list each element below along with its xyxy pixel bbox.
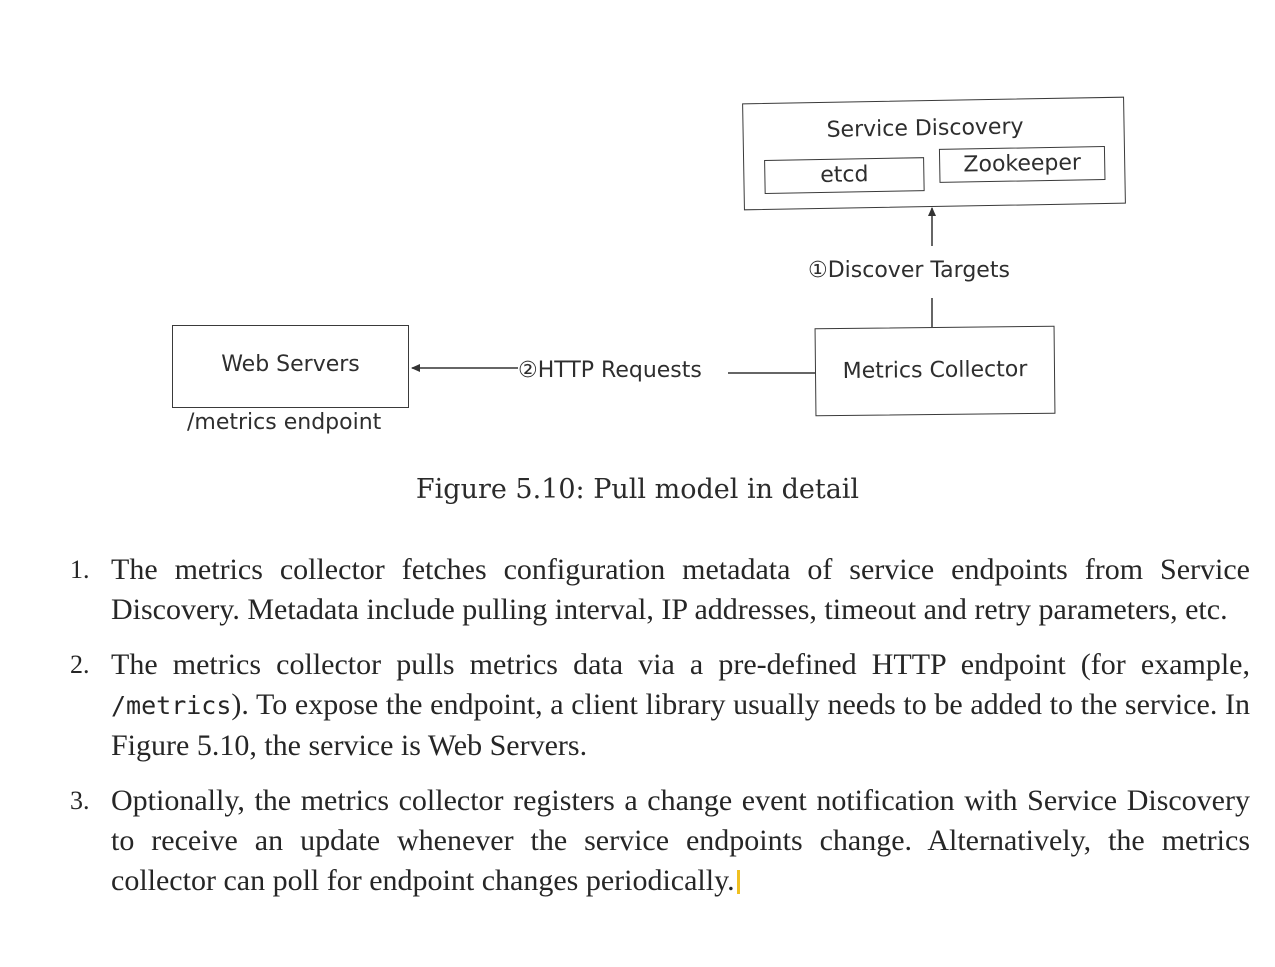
metrics-collector-label: Metrics Collector [842,357,1028,384]
list-text: The metrics collector fetches configurat… [111,553,1250,626]
text-cursor [736,870,740,894]
list-text-before: The metrics collector pulls metrics data… [111,648,1250,681]
list-text-after: ). To expose the endpoint, a client libr… [111,688,1250,762]
steps-list: 1. The metrics collector fetches configu… [70,550,1250,916]
list-number: 1. [70,555,90,584]
inline-code: /metrics [111,691,232,720]
list-item: 3. Optionally, the metrics collector reg… [70,781,1250,901]
list-item: 2. The metrics collector pulls metrics d… [70,645,1250,766]
http-requests-label: ②HTTP Requests [518,358,702,383]
metrics-endpoint-label: /metrics endpoint [187,410,382,435]
figure-caption: Figure 5.10: Pull model in detail [415,474,860,505]
service-discovery-title: Service Discovery [826,114,1024,143]
list-number: 2. [70,650,90,679]
list-text: Optionally, the metrics collector regist… [111,784,1250,897]
zookeeper-label: Zookeeper [963,150,1082,178]
web-servers-box: Web Servers [172,325,409,408]
etcd-box: etcd [764,157,925,194]
diagram-connectors [411,207,936,374]
discover-targets-label: ①Discover Targets [808,258,1010,283]
service-discovery-box: Service Discovery etcd Zookeeper [742,96,1126,211]
list-item: 1. The metrics collector fetches configu… [70,550,1250,630]
list-number: 3. [70,786,90,815]
metrics-collector-box: Metrics Collector [814,325,1056,417]
etcd-label: etcd [820,162,869,188]
zookeeper-box: Zookeeper [938,146,1106,183]
pull-model-diagram: Service Discovery etcd Zookeeper ①Discov… [0,0,1275,470]
web-servers-label: Web Servers [221,352,360,377]
